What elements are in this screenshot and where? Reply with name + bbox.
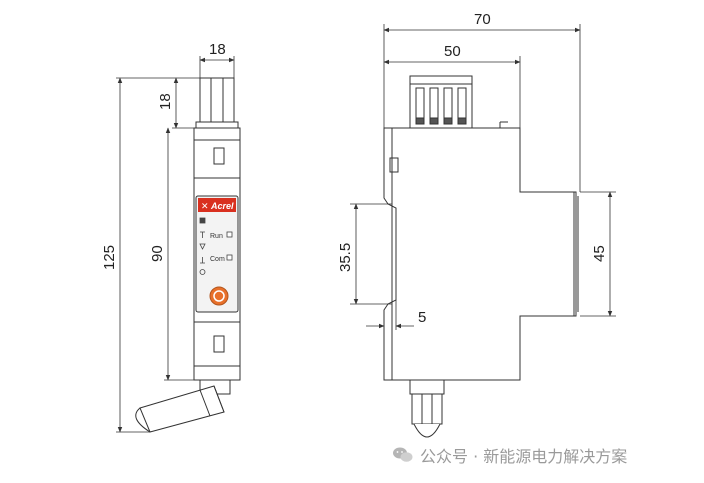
led-run-label: Run bbox=[210, 233, 223, 240]
watermark-text: 公众号 · 新能源电力解决方案 bbox=[420, 447, 628, 466]
wechat-icon bbox=[393, 447, 413, 462]
brand-name: Acrel bbox=[210, 201, 234, 211]
dim-height-125: 125 bbox=[101, 245, 118, 270]
watermark: 公众号 · 新能源电力解决方案 bbox=[392, 444, 627, 466]
side-body-outline bbox=[383, 127, 577, 381]
signal-icon bbox=[200, 231, 205, 238]
dim-height-90: 90 bbox=[149, 245, 166, 262]
triangle-icon bbox=[199, 243, 206, 250]
config-button[interactable] bbox=[209, 286, 229, 306]
side-dimensions bbox=[350, 24, 616, 330]
bottom-connector bbox=[409, 379, 445, 395]
gear-icon bbox=[199, 269, 206, 275]
panel-icons bbox=[199, 217, 206, 275]
dim-terminal-50: 50 bbox=[444, 43, 461, 60]
side-view bbox=[383, 75, 579, 438]
antenna-connector bbox=[199, 77, 235, 125]
dim-connector-18: 18 bbox=[157, 93, 174, 110]
front-panel bbox=[195, 195, 239, 313]
dim-overall-70: 70 bbox=[474, 11, 491, 28]
front-view bbox=[135, 77, 241, 433]
dim-offset-5: 5 bbox=[418, 309, 426, 326]
power-icon bbox=[199, 217, 206, 224]
led-com bbox=[226, 254, 233, 261]
led-run bbox=[226, 231, 233, 238]
brand-bar bbox=[198, 198, 236, 212]
dim-front-45: 45 bbox=[591, 245, 608, 262]
config-button-ring-icon bbox=[213, 290, 225, 302]
front-dimensions bbox=[116, 56, 235, 433]
antenna bbox=[139, 385, 225, 433]
dim-rail-35-5: 35.5 bbox=[337, 243, 354, 272]
dim-width-18: 18 bbox=[209, 41, 226, 58]
brand-logo-mark: ✕ bbox=[201, 201, 209, 211]
led-com-label: Com bbox=[210, 256, 225, 263]
rx-icon bbox=[200, 257, 205, 264]
